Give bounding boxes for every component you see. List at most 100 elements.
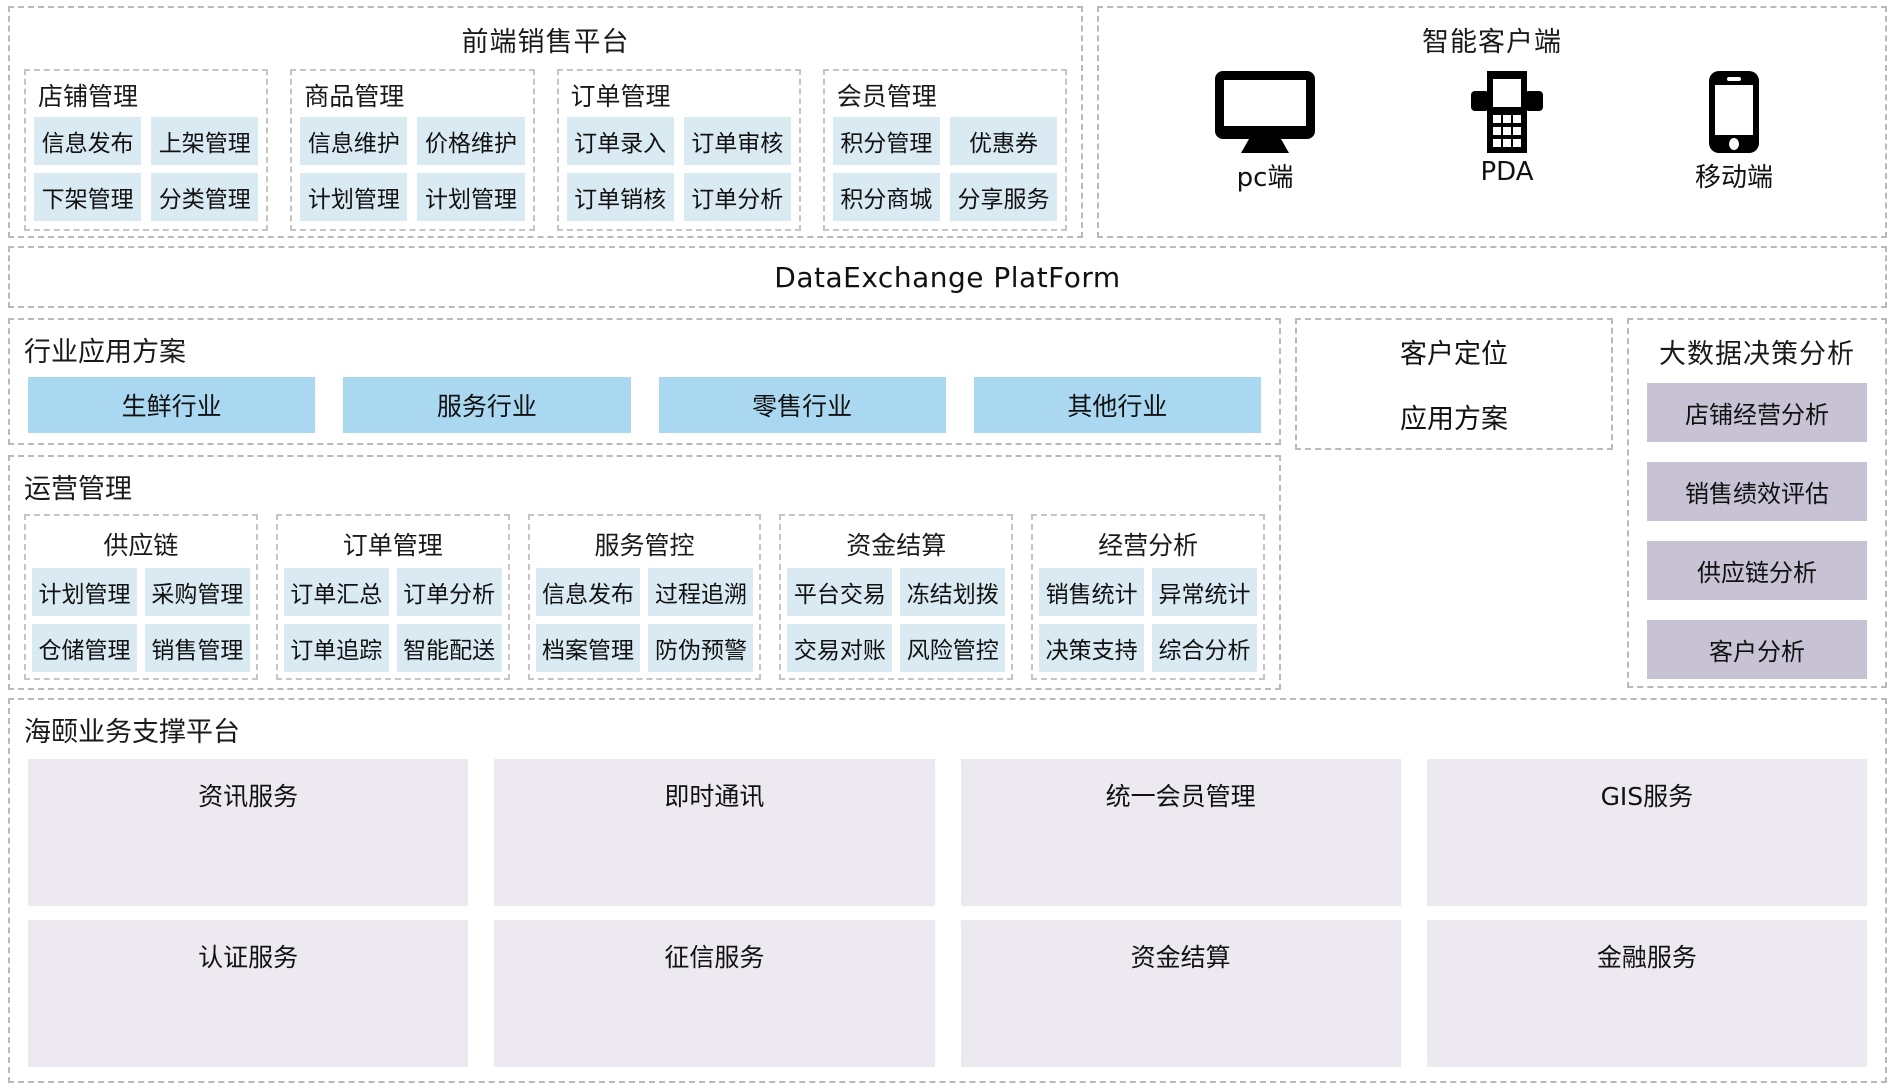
customer-position-panel: 客户定位 应用方案 — [1295, 318, 1613, 450]
chip-item[interactable]: 过程追溯 — [648, 568, 754, 616]
chip-item[interactable]: 综合分析 — [1152, 624, 1257, 672]
client-device-list: pc端 — [1099, 69, 1885, 236]
chip-item[interactable]: 销售统计 — [1039, 568, 1145, 616]
chip-item[interactable]: 分享服务 — [949, 173, 1057, 221]
industry-solutions-title: 行业应用方案 — [24, 337, 186, 368]
chip-item[interactable]: 订单分析 — [396, 568, 502, 616]
industry-item[interactable]: 服务行业 — [343, 377, 631, 433]
frontend-group-member-management: 会员管理 积分管理 优惠券 积分商城 分享服务 — [822, 69, 1067, 231]
chip-item[interactable]: 订单审核 — [683, 117, 791, 165]
chip-item[interactable]: 分类管理 — [151, 173, 259, 221]
mobile-icon — [1703, 69, 1765, 155]
group-title: 经营分析 — [1098, 531, 1199, 560]
client-device-mobile[interactable]: 移动端 — [1695, 69, 1773, 194]
chip-item[interactable]: 档案管理 — [535, 624, 641, 672]
frontend-group-store-management: 店铺管理 信息发布 上架管理 下架管理 分类管理 — [24, 69, 269, 231]
group-items: 销售统计 异常统计 决策支持 综合分析 — [1039, 568, 1257, 672]
chip-item[interactable]: 订单销核 — [566, 173, 674, 221]
group-items: 订单汇总 订单分析 订单追踪 智能配送 — [283, 568, 502, 672]
chip-item[interactable]: 计划管理 — [32, 568, 137, 616]
chip-item[interactable]: 订单录入 — [566, 117, 674, 165]
chip-item[interactable]: 积分管理 — [832, 117, 940, 165]
bigdata-analysis-title: 大数据决策分析 — [1659, 339, 1855, 370]
group-title: 服务管控 — [594, 531, 695, 560]
chip-item[interactable]: 计划管理 — [300, 173, 408, 221]
operations-group-list: 供应链 计划管理 采购管理 仓储管理 销售管理 订单管理 订单汇总 订单分析 — [10, 514, 1279, 688]
support-item[interactable]: GIS服务 — [1426, 759, 1867, 906]
bigdata-analysis-panel: 大数据决策分析 店铺经营分析 销售绩效评估 供应链分析 客户分析 — [1627, 318, 1887, 688]
chip-item[interactable]: 交易对账 — [787, 624, 893, 672]
chip-item[interactable]: 计划管理 — [417, 173, 525, 221]
bigdata-item[interactable]: 客户分析 — [1647, 620, 1867, 679]
support-item[interactable]: 即时通讯 — [494, 759, 935, 906]
smart-client-title: 智能客户端 — [1422, 27, 1562, 58]
support-platform-panel: 海颐业务支撑平台 资讯服务 即时通讯 统一会员管理 GIS服务 认证服务 征信服… — [8, 698, 1887, 1083]
client-device-pda[interactable]: PDA — [1463, 69, 1551, 187]
bigdata-item[interactable]: 供应链分析 — [1647, 541, 1867, 600]
frontend-group-list: 店铺管理 信息发布 上架管理 下架管理 分类管理 商品管理 信息维护 价格维护 … — [10, 69, 1081, 237]
chip-item[interactable]: 优惠券 — [949, 117, 1057, 165]
smart-client-panel: 智能客户端 pc端 — [1097, 6, 1887, 238]
dataexchange-platform-panel: DataExchange PlatForm — [8, 246, 1887, 308]
group-items: 平台交易 冻结划拨 交易对账 风险管控 — [787, 568, 1006, 672]
chip-item[interactable]: 订单汇总 — [283, 568, 389, 616]
chip-item[interactable]: 防伪预警 — [648, 624, 754, 672]
chip-item[interactable]: 上架管理 — [151, 117, 259, 165]
chip-item[interactable]: 平台交易 — [787, 568, 893, 616]
support-platform-title: 海颐业务支撑平台 — [24, 717, 240, 748]
industry-item[interactable]: 零售行业 — [658, 377, 946, 433]
industry-item[interactable]: 生鲜行业 — [28, 377, 316, 433]
chip-item[interactable]: 决策支持 — [1039, 624, 1145, 672]
bigdata-item[interactable]: 店铺经营分析 — [1647, 383, 1867, 442]
ops-group-order-management: 订单管理 订单汇总 订单分析 订单追踪 智能配送 — [275, 514, 510, 680]
customer-position-line1: 客户定位 — [1400, 339, 1508, 370]
customer-position-column: 客户定位 应用方案 — [1295, 318, 1613, 688]
group-title: 商品管理 — [304, 82, 405, 111]
chip-item[interactable]: 积分商城 — [832, 173, 940, 221]
group-items: 计划管理 采购管理 仓储管理 销售管理 — [32, 568, 250, 672]
chip-item[interactable]: 订单追踪 — [283, 624, 389, 672]
chip-item[interactable]: 订单分析 — [683, 173, 791, 221]
chip-item[interactable]: 销售管理 — [144, 624, 250, 672]
chip-item[interactable]: 冻结划拨 — [900, 568, 1006, 616]
support-item[interactable]: 认证服务 — [28, 920, 469, 1067]
chip-item[interactable]: 价格维护 — [417, 117, 525, 165]
pda-icon — [1463, 69, 1551, 155]
industry-item-list: 生鲜行业 服务行业 零售行业 其他行业 — [10, 377, 1279, 443]
chip-item[interactable]: 信息发布 — [535, 568, 641, 616]
chip-item[interactable]: 智能配送 — [396, 624, 502, 672]
client-device-pc[interactable]: pc端 — [1211, 69, 1319, 194]
bigdata-item[interactable]: 销售绩效评估 — [1647, 462, 1867, 521]
group-items: 积分管理 优惠券 积分商城 分享服务 — [832, 117, 1057, 221]
frontend-group-product-management: 商品管理 信息维护 价格维护 计划管理 计划管理 — [290, 69, 535, 231]
frontend-sales-platform-panel: 前端销售平台 店铺管理 信息发布 上架管理 下架管理 分类管理 商品管理 信息维… — [8, 6, 1083, 238]
chip-item[interactable]: 信息发布 — [34, 117, 142, 165]
group-items: 信息发布 过程追溯 档案管理 防伪预警 — [535, 568, 754, 672]
chip-item[interactable]: 异常统计 — [1152, 568, 1257, 616]
chip-item[interactable]: 仓储管理 — [32, 624, 137, 672]
ops-group-service-control: 服务管控 信息发布 过程追溯 档案管理 防伪预警 — [527, 514, 762, 680]
chip-item[interactable]: 信息维护 — [300, 117, 408, 165]
support-item[interactable]: 资讯服务 — [28, 759, 469, 906]
frontend-platform-title: 前端销售平台 — [461, 27, 630, 58]
support-item[interactable]: 统一会员管理 — [960, 759, 1401, 906]
operations-management-title: 运营管理 — [24, 474, 132, 505]
client-label: 移动端 — [1694, 163, 1773, 193]
chip-item[interactable]: 风险管控 — [900, 624, 1006, 672]
ops-group-fund-settlement: 资金结算 平台交易 冻结划拨 交易对账 风险管控 — [779, 514, 1014, 680]
support-item[interactable]: 征信服务 — [494, 920, 935, 1067]
customer-position-line2: 应用方案 — [1400, 404, 1508, 435]
chip-item[interactable]: 采购管理 — [144, 568, 250, 616]
group-items: 信息维护 价格维护 计划管理 计划管理 — [300, 117, 525, 221]
group-items: 信息发布 上架管理 下架管理 分类管理 — [34, 117, 259, 221]
support-item[interactable]: 金融服务 — [1426, 920, 1867, 1067]
support-item[interactable]: 资金结算 — [960, 920, 1401, 1067]
group-title: 店铺管理 — [38, 82, 139, 111]
industry-item[interactable]: 其他行业 — [973, 377, 1261, 433]
group-title: 资金结算 — [846, 531, 947, 560]
group-title: 订单管理 — [570, 82, 671, 111]
middle-row: 行业应用方案 生鲜行业 服务行业 零售行业 其他行业 运营管理 供应链 计划管理… — [8, 318, 1887, 690]
group-items: 订单录入 订单审核 订单销核 订单分析 — [566, 117, 791, 221]
chip-item[interactable]: 下架管理 — [34, 173, 142, 221]
support-item-list: 资讯服务 即时通讯 统一会员管理 GIS服务 认证服务 征信服务 资金结算 金融… — [10, 757, 1885, 1081]
